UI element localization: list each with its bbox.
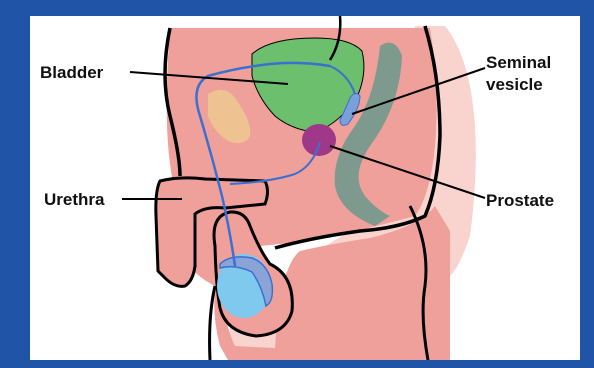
prostate — [302, 124, 336, 156]
seminal-vesicle-label-line2: vesicle — [486, 75, 543, 94]
anatomy-diagram: Bladder Urethra Seminal vesicle Prostate — [30, 16, 580, 360]
prostate-label: Prostate — [486, 191, 554, 210]
diagram-canvas: Bladder Urethra Seminal vesicle Prostate — [30, 16, 580, 360]
thigh-outline — [210, 286, 215, 360]
urethra-label: Urethra — [44, 190, 105, 209]
bladder-label: Bladder — [40, 63, 104, 82]
seminal-vesicle-label-line1: Seminal — [486, 53, 551, 72]
